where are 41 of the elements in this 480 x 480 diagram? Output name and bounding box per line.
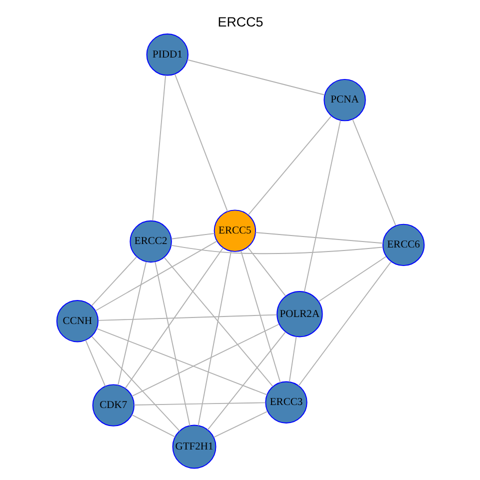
node-circle: CCNH: [56, 300, 98, 342]
connector: [131, 324, 279, 397]
connector: [186, 59, 325, 96]
connector: [318, 256, 386, 302]
connector: [163, 257, 273, 387]
connector: [170, 232, 214, 240]
connector: [206, 332, 286, 430]
node-circle: GTF2H1: [172, 424, 216, 469]
connector: [154, 261, 190, 426]
connector: [90, 336, 180, 432]
connector: [247, 116, 332, 216]
node-circle: PIDD1: [146, 34, 188, 76]
node-circle: PCNA: [323, 78, 366, 122]
connector: [288, 336, 296, 382]
node-circle: ERCC3: [264, 381, 307, 424]
node-circle: ERCC2: [129, 220, 172, 263]
connector: [246, 246, 286, 296]
connector: [97, 314, 277, 321]
connector: [170, 244, 383, 254]
connector: [96, 328, 267, 396]
connector: [197, 250, 232, 426]
connector: [117, 261, 146, 386]
connector: [212, 410, 268, 438]
connector: [352, 118, 396, 226]
connector: [298, 261, 391, 386]
connector: [303, 120, 340, 292]
connector: [94, 240, 217, 312]
connector: [124, 247, 224, 389]
connector: [130, 414, 176, 438]
connector: [84, 340, 106, 387]
connector: [240, 250, 280, 383]
node-circle: CDK7: [92, 384, 134, 426]
node-circle: ERCC5: [213, 210, 256, 252]
connector: [133, 402, 266, 406]
connector: [174, 74, 228, 212]
connector: [254, 232, 383, 244]
diagram-title: ERCC5: [217, 14, 263, 30]
node-circle: POLR2A: [276, 291, 322, 338]
node-circle: ERCC6: [382, 224, 424, 266]
connector: [152, 74, 166, 222]
connector: [90, 256, 137, 306]
